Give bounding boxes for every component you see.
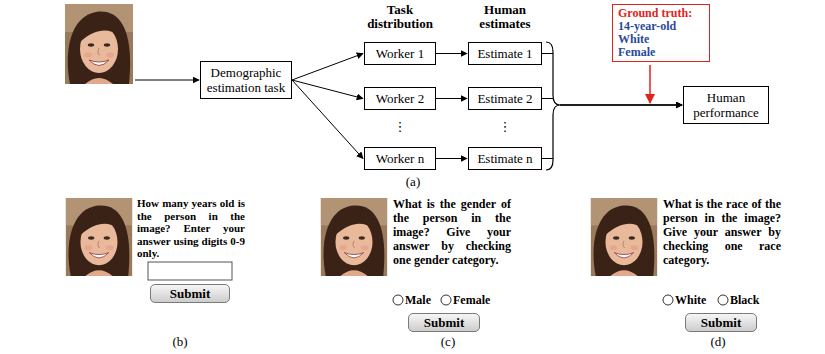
node-text: Estimate 1 [473, 46, 537, 61]
option-label: Black [730, 293, 759, 307]
node-text: Submit [690, 315, 752, 330]
node-text: Female [618, 46, 704, 59]
face-photo [321, 198, 387, 276]
node-text: Estimate 2 [473, 91, 537, 106]
submit-button: Submit [408, 313, 480, 332]
connector-arrow [292, 54, 363, 81]
node-text: Submit [155, 286, 225, 301]
curly-brace [546, 42, 560, 170]
question-text: What is the gender of the person in the … [393, 197, 511, 267]
connector-arrow [436, 158, 467, 159]
node-text: Demographic estimation task [205, 65, 287, 95]
node-text: Submit [413, 315, 475, 330]
ellipsis: ⋮ [393, 119, 407, 134]
ground-truth-arrow [649, 65, 651, 103]
face-photo [65, 4, 133, 84]
worker-box: Worker n [364, 147, 436, 170]
result-box: Human performance [683, 86, 769, 124]
face-photo [591, 198, 657, 276]
connector-arrow [292, 80, 363, 159]
worker-box: Worker 2 [364, 87, 436, 110]
connector-arrow [292, 80, 363, 99]
text-input [148, 262, 232, 280]
radio-button [718, 295, 728, 305]
ground-truth-box: Ground truth:14-year-oldWhiteFemale [612, 4, 710, 62]
option-label: Male [405, 293, 431, 307]
node-text: 14-year-old [618, 20, 704, 33]
question-text: What is the race of the person in the im… [663, 197, 781, 267]
process-box: Demographic estimation task [200, 61, 292, 99]
node-text: Ground truth: [618, 7, 704, 20]
estimate-box: Estimate n [468, 147, 542, 170]
connector-arrow [436, 53, 467, 54]
node-text: Worker n [369, 151, 431, 166]
radio-button [441, 295, 451, 305]
node-text: White [618, 33, 704, 46]
option-label: Female [453, 293, 490, 307]
submit-button: Submit [150, 284, 230, 303]
option-label: White [675, 293, 706, 307]
column-header: Human estimates [463, 3, 547, 31]
panel-label: (a) [398, 174, 428, 189]
node-text: Worker 2 [369, 91, 431, 106]
worker-box: Worker 1 [364, 42, 436, 65]
radio-button [393, 295, 403, 305]
connector-arrow [436, 98, 467, 99]
column-header: Task distribution [358, 3, 442, 31]
panel-label: (c) [433, 334, 463, 349]
ellipsis: ⋮ [498, 119, 512, 134]
connector-arrow [542, 99, 682, 106]
node-text: Human performance [688, 90, 764, 120]
input-arrow [135, 80, 199, 81]
estimate-box: Estimate 1 [468, 42, 542, 65]
panel-label: (b) [165, 334, 195, 349]
estimate-box: Estimate 2 [468, 87, 542, 110]
node-text: Worker 1 [369, 46, 431, 61]
node-text: Estimate n [473, 151, 537, 166]
face-photo [66, 198, 132, 276]
submit-button: Submit [685, 313, 757, 332]
panel-label: (d) [703, 334, 733, 349]
connector-arrow [542, 105, 682, 159]
radio-button [663, 295, 673, 305]
question-text: How many years old is the person in the … [137, 197, 245, 260]
